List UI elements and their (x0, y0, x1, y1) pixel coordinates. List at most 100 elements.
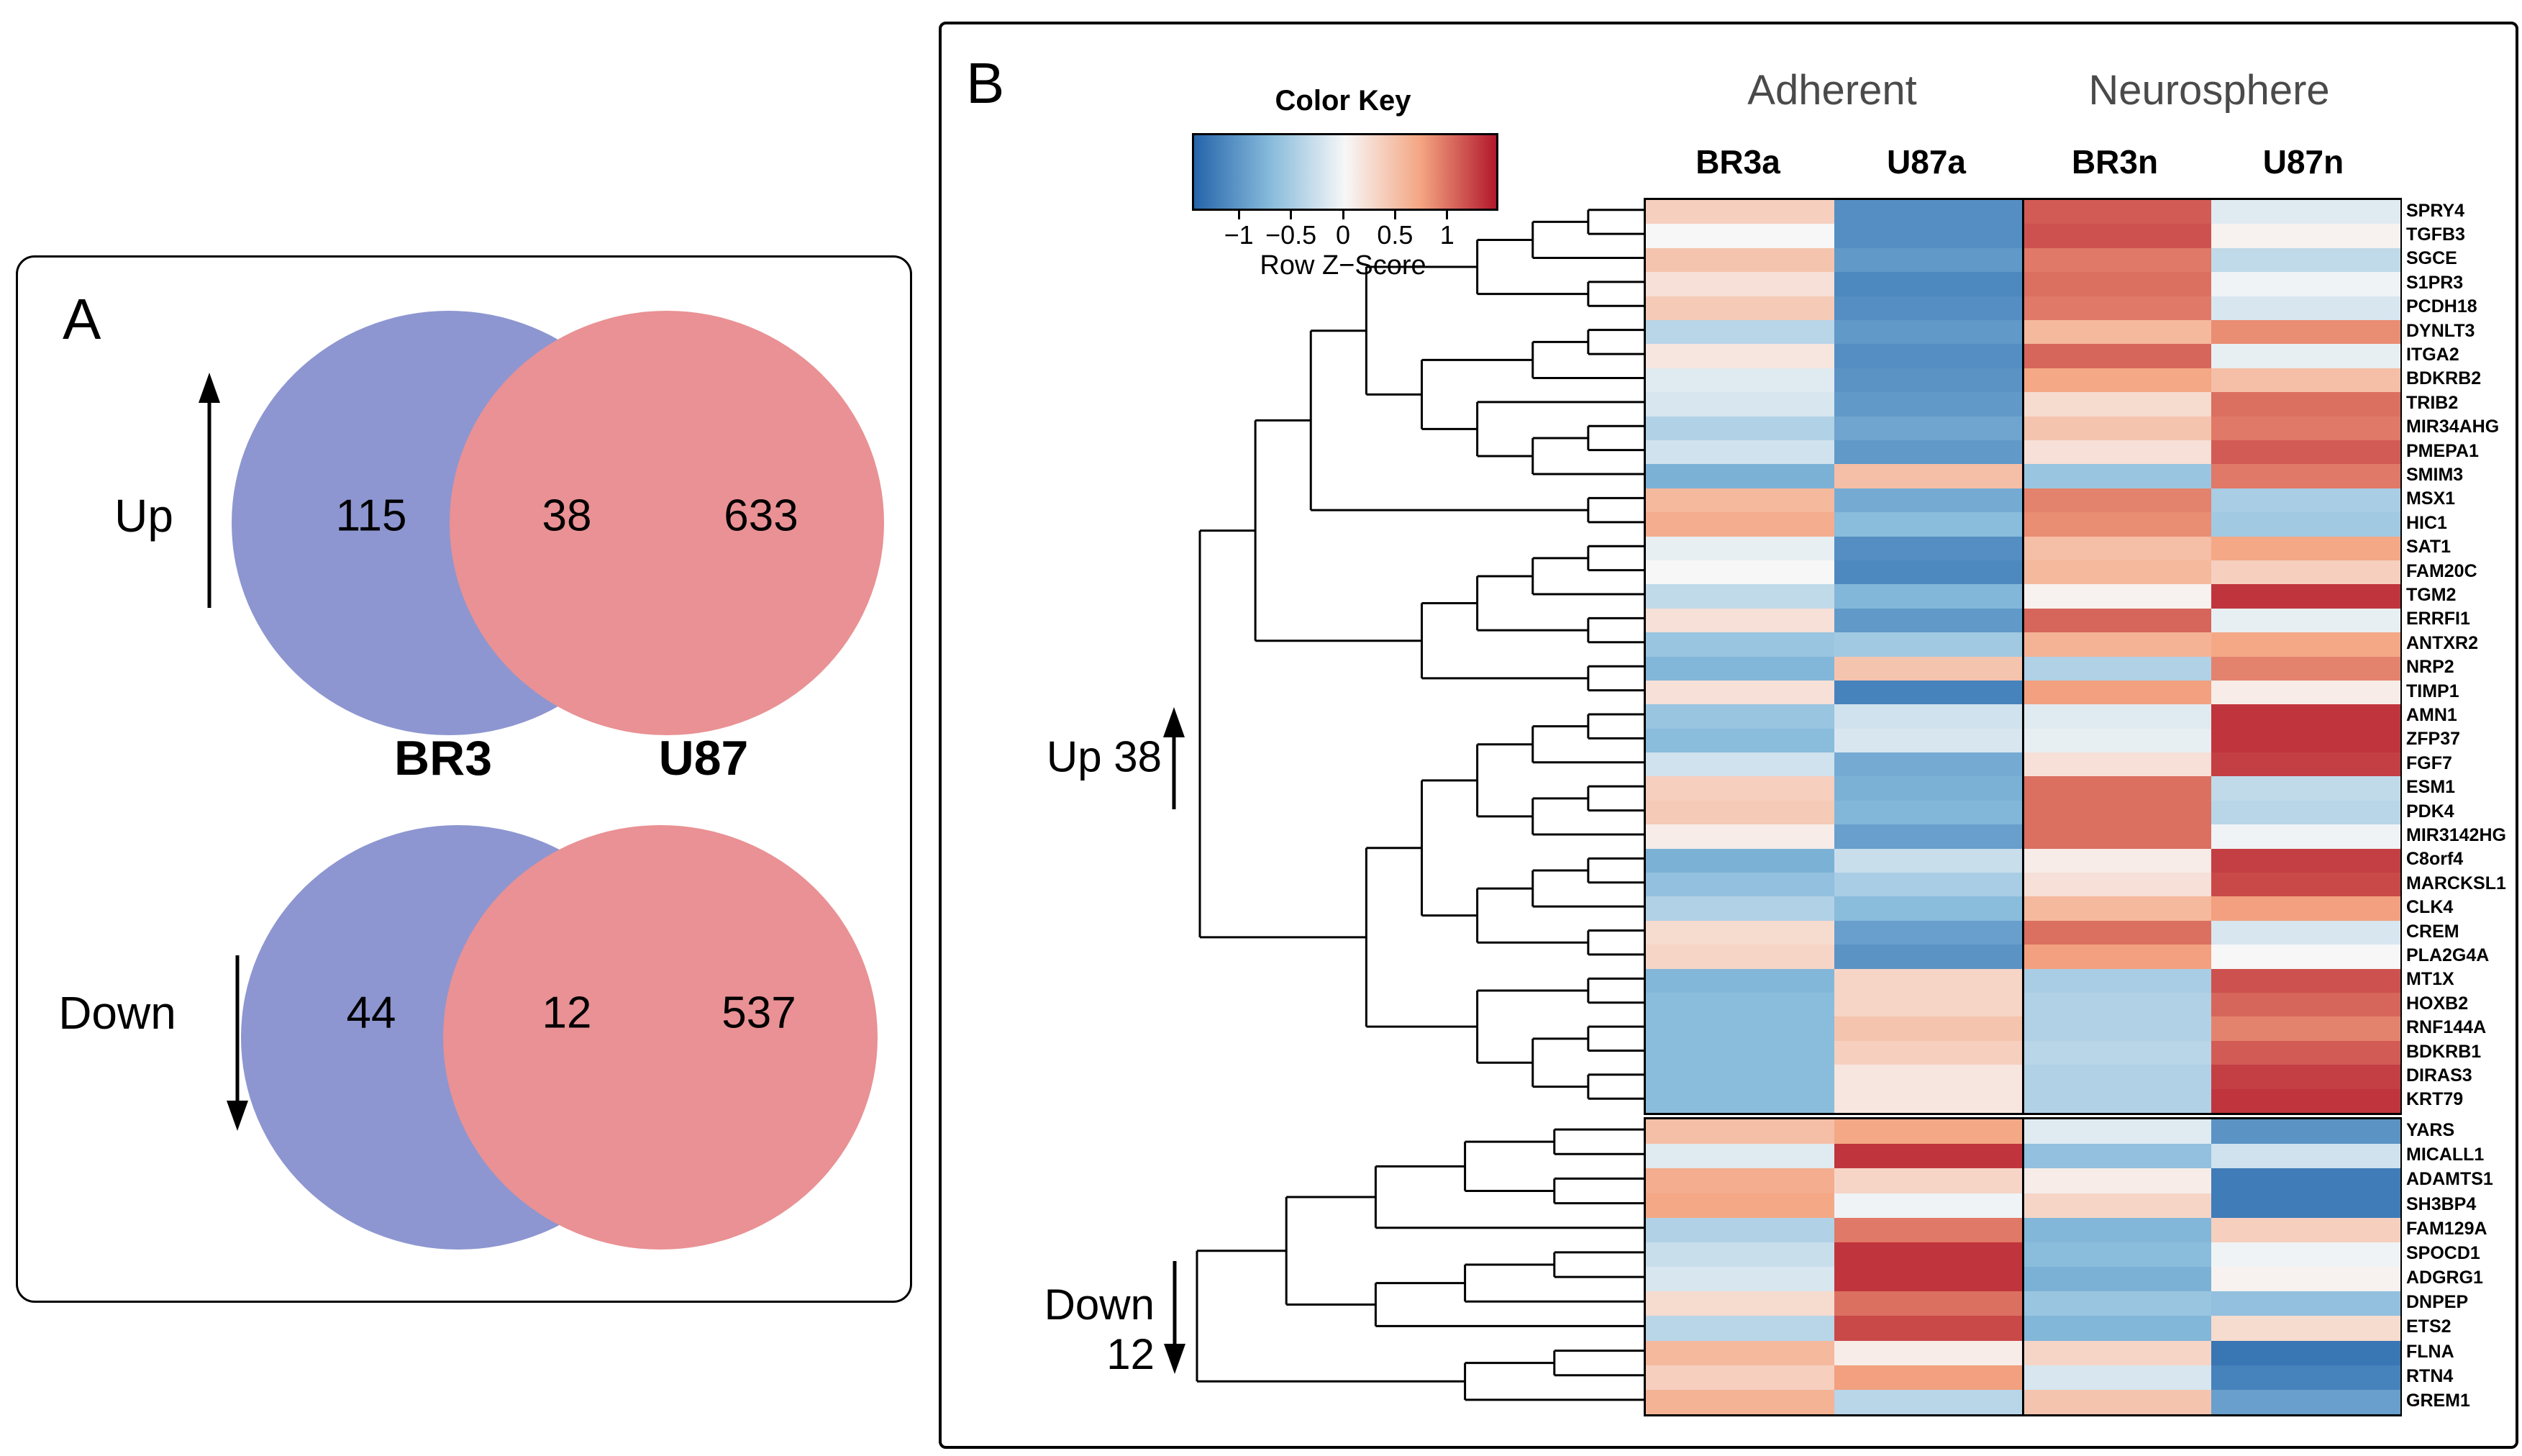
heatmap-cell (1646, 344, 1835, 369)
heatmap-cell (1646, 224, 1835, 249)
gene-label: ETS2 (2406, 1316, 2452, 1337)
panel-b-letter: B (966, 51, 1005, 115)
heatmap-cell (2023, 1088, 2212, 1114)
gene-label: SPRY4 (2406, 200, 2465, 221)
heatmap-cell (2211, 920, 2400, 945)
heatmap-cell (1834, 440, 2023, 465)
heatmap-cell (1834, 1217, 2023, 1243)
gene-label: ADAMTS1 (2406, 1169, 2493, 1190)
heatmap-cell (2211, 704, 2400, 729)
heatmap-cell (1834, 873, 2023, 897)
heatmap-cell (2023, 704, 2212, 729)
color-key-tick (1290, 209, 1293, 219)
heatmap-cell (1646, 1088, 1835, 1114)
heatmap-cell (1834, 1088, 2023, 1114)
heatmap-cell (1834, 800, 2023, 825)
heatmap-cell (1646, 848, 1835, 873)
heatmap-cell (1646, 584, 1835, 609)
venn-down-left-count: 44 (346, 988, 396, 1038)
gene-label: HOXB2 (2406, 993, 2469, 1014)
heatmap-cell (1646, 896, 1835, 922)
heatmap-cell (2023, 1242, 2212, 1268)
heatmap-cell (2211, 247, 2400, 273)
heatmap-cell (1646, 536, 1835, 561)
heatmap-cell (2211, 200, 2400, 224)
heatmap-cell (1834, 344, 2023, 369)
heatmap-cell (2211, 1144, 2400, 1169)
heatmap-cell (2023, 896, 2212, 922)
heatmap-cell (1646, 512, 1835, 537)
color-key-tick (1446, 209, 1449, 219)
heatmap-cell (2023, 416, 2212, 441)
heatmap-cell (1646, 392, 1835, 417)
venn-up-right-circle (450, 311, 884, 735)
gene-label: TIMP1 (2406, 681, 2459, 701)
heatmap-cell (2023, 945, 2212, 970)
heatmap-cell (2023, 464, 2212, 489)
heatmap-cell (2211, 896, 2400, 922)
heatmap-cell (1834, 1119, 2023, 1145)
heatmap-cell (2211, 752, 2400, 777)
heatmap-cell (2211, 440, 2400, 465)
gene-label: AMN1 (2406, 704, 2457, 725)
heatmap-cell (1834, 392, 2023, 417)
heatmap-cell (1834, 968, 2023, 993)
heatmap-cell (2023, 1168, 2212, 1193)
color-key-axis-label: Row Z−Score (1260, 250, 1426, 281)
gene-label: MICALL1 (2406, 1145, 2485, 1165)
heatmap-cell (2023, 632, 2212, 657)
venn-down-diagram (241, 825, 878, 1250)
gene-label: BDKRB2 (2406, 368, 2482, 389)
gene-label: CLK4 (2406, 897, 2454, 918)
heatmap-cell (2023, 296, 2212, 321)
up-arrow-icon (1163, 707, 1185, 737)
color-key-tick-label: 0.5 (1377, 220, 1413, 250)
heatmap-cell (1646, 968, 1835, 993)
heatmap-cell (2211, 1365, 2400, 1391)
color-key-tick (1237, 209, 1240, 219)
gene-label: NRP2 (2406, 657, 2454, 678)
heatmap-cell (2211, 224, 2400, 249)
gene-label: PCDH18 (2406, 296, 2477, 317)
heatmap-cell (1834, 704, 2023, 729)
heatmap-cell (2023, 1316, 2212, 1341)
gene-label: C8orf4 (2406, 849, 2464, 870)
heatmap-cell (2023, 1193, 2212, 1219)
gene-label: PDK4 (2406, 801, 2454, 822)
heatmap-cell (1834, 296, 2023, 321)
heatmap-cell (2023, 344, 2212, 369)
heatmap-cell (1834, 824, 2023, 850)
heatmap-cell (2211, 416, 2400, 441)
heatmap-cell (2211, 1168, 2400, 1193)
heatmap-cell (1834, 247, 2023, 273)
gene-label: MIR3142HG (2406, 824, 2506, 845)
heatmap-cell (2211, 945, 2400, 970)
heatmap-cell (1646, 945, 1835, 970)
gene-label: SGCE (2406, 248, 2457, 269)
heatmap-cell (2023, 368, 2212, 393)
heatmap-cell (1834, 896, 2023, 922)
heatmap-cell (1834, 993, 2023, 1017)
venn-up-diagram (232, 311, 884, 735)
heatmap-cell (2023, 536, 2212, 561)
heatmap-cell (2211, 1016, 2400, 1042)
venn-down-direction-label: Down (58, 987, 176, 1039)
heatmap-cell (1646, 920, 1835, 945)
gene-label: MARCKSL1 (2406, 873, 2506, 893)
gene-label: SMIM3 (2406, 465, 2464, 486)
column-label-BR3n: BR3n (2071, 143, 2159, 181)
heatmap-cell (1646, 1291, 1835, 1316)
heatmap-cell (1834, 1340, 2023, 1366)
gene-label: ITGA2 (2406, 345, 2459, 365)
gene-label: DNPEP (2406, 1292, 2469, 1313)
heatmap-cell (1646, 752, 1835, 777)
heatmap-cell (1646, 680, 1835, 705)
color-key-tick-label: 1 (1439, 220, 1455, 250)
heatmap-cell (1646, 873, 1835, 897)
heatmap-group-divider (2021, 1119, 2024, 1414)
gene-label: S1PR3 (2406, 272, 2464, 293)
heatmap-cell (2023, 319, 2212, 345)
gene-label: DIRAS3 (2406, 1065, 2472, 1086)
venn-up-right-count: 633 (724, 491, 798, 541)
venn-up-intersection-count: 38 (542, 491, 592, 541)
